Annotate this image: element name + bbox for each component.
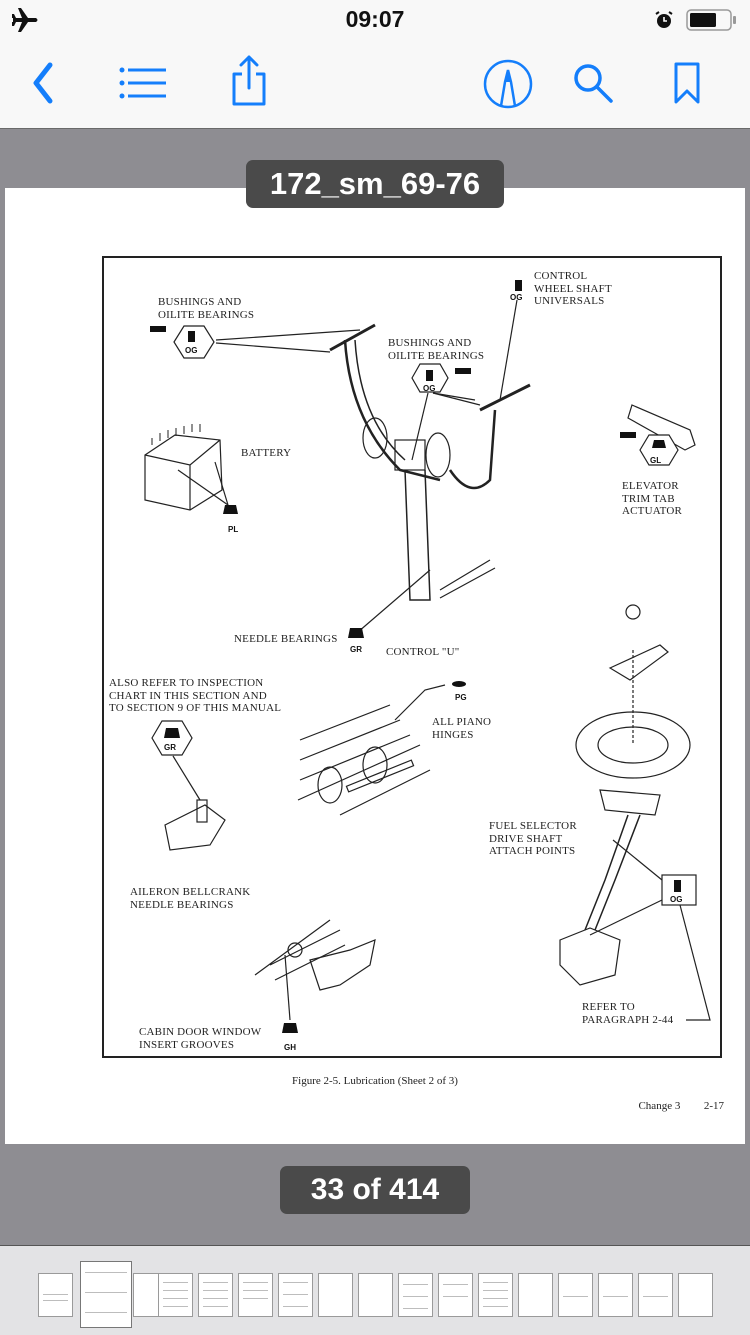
navigation-toolbar bbox=[0, 40, 750, 129]
page-thumbnail[interactable] bbox=[278, 1273, 313, 1317]
document-title-badge: 172_sm_69-76 bbox=[246, 160, 504, 208]
page-thumbnail[interactable] bbox=[678, 1273, 713, 1317]
pointing-hand-icon bbox=[150, 326, 166, 332]
code-og-control-wheel: OG bbox=[510, 293, 523, 302]
bookmark-icon bbox=[674, 62, 700, 104]
thumbnail-strip[interactable] bbox=[0, 1245, 750, 1335]
page-thumbnail[interactable] bbox=[318, 1273, 353, 1317]
chevron-left-icon bbox=[33, 62, 53, 104]
page-thumbnail[interactable] bbox=[398, 1273, 433, 1317]
document-viewer[interactable] bbox=[0, 129, 750, 1245]
share-icon bbox=[232, 55, 266, 106]
figure-caption: Figure 2-5. Lubrication (Sheet 2 of 3) bbox=[292, 1075, 458, 1087]
search-icon bbox=[574, 64, 613, 103]
page-thumbnail[interactable] bbox=[518, 1273, 553, 1317]
search-button[interactable] bbox=[568, 58, 618, 108]
code-gr-aileron: GR bbox=[164, 743, 176, 752]
label-aileron-bellcrank: AILERON BELLCRANK NEEDLE BEARINGS bbox=[130, 886, 251, 911]
footer-page-number: 2-17 bbox=[703, 1100, 724, 1112]
label-control-wheel: CONTROL WHEEL SHAFT UNIVERSALS bbox=[534, 270, 612, 307]
code-og-left: OG bbox=[185, 346, 198, 355]
grease-hand-icon bbox=[348, 628, 364, 638]
pointing-hand-icon bbox=[455, 368, 471, 374]
label-piano-hinges: ALL PIANO HINGES bbox=[432, 716, 492, 741]
page-thumbnail[interactable] bbox=[638, 1273, 673, 1317]
page-thumbnail[interactable] bbox=[358, 1273, 393, 1317]
label-bushings-left: BUSHINGS AND OILITE BEARINGS bbox=[158, 296, 255, 321]
gl-hexagon bbox=[639, 434, 679, 466]
label-elevator: ELEVATOR TRIM TAB ACTUATOR bbox=[622, 480, 683, 517]
markup-button[interactable] bbox=[480, 56, 536, 112]
page-thumbnail[interactable] bbox=[238, 1273, 273, 1317]
oil-can-icon bbox=[426, 370, 433, 381]
label-control-u: CONTROL "U" bbox=[386, 646, 460, 658]
page-thumbnail[interactable] bbox=[598, 1273, 633, 1317]
grease-hand-icon bbox=[164, 728, 180, 738]
label-needle-bearings: NEEDLE BEARINGS bbox=[234, 633, 338, 645]
code-pl: PL bbox=[228, 525, 239, 534]
page-thumbnail[interactable] bbox=[38, 1273, 73, 1317]
page-footer: Change 3 2-17 bbox=[638, 1100, 724, 1112]
page-thumbnail[interactable] bbox=[198, 1273, 233, 1317]
pdf-page[interactable] bbox=[5, 188, 745, 1144]
footer-change: Change 3 bbox=[638, 1100, 681, 1112]
battery-icon bbox=[686, 8, 738, 37]
page-thumbnail[interactable] bbox=[478, 1273, 513, 1317]
label-battery: BATTERY bbox=[241, 447, 292, 459]
grease-hand-icon bbox=[282, 1023, 298, 1033]
code-gl: GL bbox=[650, 456, 662, 465]
code-gr-needle: GR bbox=[350, 645, 362, 654]
status-time: 09:07 bbox=[345, 6, 405, 32]
oil-can-icon bbox=[674, 880, 681, 892]
page-indicator: 33 of 414 bbox=[280, 1166, 470, 1214]
oil-can-icon bbox=[188, 331, 195, 342]
grease-gun-icon bbox=[452, 681, 466, 687]
pointing-hand-icon bbox=[620, 432, 636, 438]
label-bushings-center: BUSHINGS AND OILITE BEARINGS bbox=[388, 337, 485, 362]
label-fuel-selector: FUEL SELECTOR DRIVE SHAFT ATTACH POINTS bbox=[489, 820, 577, 857]
page-thumbnail-current[interactable] bbox=[80, 1261, 132, 1328]
label-refer-paragraph: REFER TO PARAGRAPH 2-44 bbox=[582, 1001, 674, 1026]
status-bar: 09:07 bbox=[0, 0, 750, 40]
label-also-refer: ALSO REFER TO INSPECTION CHART IN THIS S… bbox=[109, 677, 282, 714]
list-icon bbox=[119, 67, 166, 99]
grease-hand-icon bbox=[223, 505, 238, 514]
grease-hand-icon bbox=[652, 440, 666, 448]
code-pg: PG bbox=[455, 693, 467, 702]
page-thumbnail[interactable] bbox=[558, 1273, 593, 1317]
page-thumbnail[interactable] bbox=[438, 1273, 473, 1317]
code-gh: GH bbox=[284, 1043, 296, 1052]
table-of-contents-button[interactable] bbox=[118, 58, 168, 108]
oil-can-icon bbox=[515, 280, 522, 291]
share-button[interactable] bbox=[224, 52, 274, 110]
page-thumbnail[interactable] bbox=[158, 1273, 193, 1317]
markup-pen-icon bbox=[483, 59, 533, 109]
code-og-fuel: OG bbox=[670, 895, 683, 904]
label-cabin-door: CABIN DOOR WINDOW INSERT GROOVES bbox=[139, 1026, 262, 1051]
back-button[interactable] bbox=[18, 58, 68, 108]
alarm-icon bbox=[654, 10, 674, 35]
code-og-center: OG bbox=[423, 384, 436, 393]
bookmark-button[interactable] bbox=[662, 58, 712, 108]
airplane-mode-icon bbox=[10, 6, 40, 39]
figure-frame bbox=[102, 256, 722, 1058]
